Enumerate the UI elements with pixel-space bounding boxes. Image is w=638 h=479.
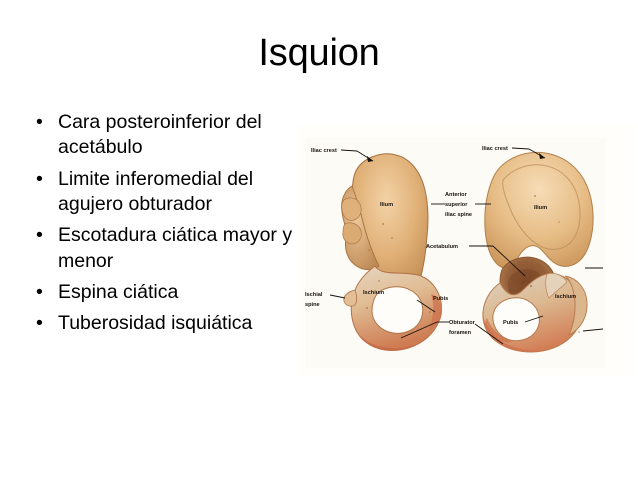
label-ischium-right: Ischium <box>555 294 576 300</box>
bone-speckle <box>382 223 384 225</box>
left-obturator-foramen <box>371 286 424 334</box>
left-auricular-surface <box>341 197 362 221</box>
label-iliac-crest-left: Iliac crest <box>311 148 337 154</box>
bone-speckle <box>366 307 368 309</box>
leader-acetabulum <box>492 245 526 277</box>
bone-speckle <box>534 195 536 197</box>
leader-pubis-right <box>524 315 544 323</box>
bone-speckle <box>572 321 574 323</box>
right-hip-bone <box>482 151 594 353</box>
label-asis-line2: superior <box>445 202 468 208</box>
bone-speckle <box>530 285 532 287</box>
right-ischial-tuberosity <box>564 275 588 336</box>
list-item-label: Cara posteroinferior del acetábulo <box>58 111 262 159</box>
left-iliac-tuberosity <box>342 222 362 245</box>
label-ilium-right: Ilium <box>534 205 547 211</box>
bullet-marker-icon: • <box>36 312 43 335</box>
right-inferior-ramus-rim <box>482 312 547 352</box>
list-item-label: Escotadura ciática mayor y menor <box>58 224 293 272</box>
leader-iliac-crest-right <box>511 147 530 150</box>
page-title: Isquion <box>258 32 380 74</box>
label-ischial-spine-line1: Ischial <box>305 292 323 298</box>
label-pubis-left: Pubis <box>433 296 448 302</box>
leader-pubis-left <box>416 299 436 313</box>
anatomy-illustration-svg: Iliac crest Iliac crest Ilium Ilium Ante… <box>297 126 637 376</box>
anatomy-labels: Iliac crest Iliac crest Ilium Ilium Ante… <box>305 146 576 336</box>
left-inferior-ramus-rim <box>355 328 428 351</box>
bone-speckle <box>558 221 560 223</box>
left-ischial-spine <box>343 289 358 307</box>
right-ilium-shape <box>484 151 594 269</box>
bone-speckle <box>429 311 431 313</box>
leader-right-edge-2 <box>582 328 604 332</box>
label-leader-lines <box>329 147 604 345</box>
arrowhead-iliac-crest-right <box>539 153 545 159</box>
label-ilium-left: Ilium <box>380 202 393 208</box>
bone-speckle <box>378 280 380 282</box>
list-item: • Escotadura ciática mayor y menor <box>28 223 318 274</box>
list-item: • Cara posteroinferior del acetábulo <box>28 110 318 161</box>
right-obturator-foramen <box>492 297 540 342</box>
leader-obturator-left <box>400 321 438 339</box>
arrowhead-iliac-crest-left <box>367 156 373 162</box>
label-acetabulum: Acetabulum <box>426 244 458 250</box>
bullet-list: • Cara posteroinferior del acetábulo • L… <box>28 110 318 343</box>
right-pubis-tint <box>485 318 513 343</box>
bullet-marker-icon: • <box>36 281 43 304</box>
bullet-marker-icon: • <box>36 111 43 133</box>
right-ischial-ramus-pale <box>545 273 568 299</box>
label-ischium-left: Ischium <box>363 290 384 296</box>
list-item-label: Espina ciática <box>58 281 179 304</box>
list-item: • Limite inferomedial del agujero obtura… <box>28 167 318 218</box>
label-iliac-crest-right: Iliac crest <box>482 146 508 152</box>
label-asis-line1: Anterior <box>445 192 468 198</box>
list-item: • Espina ciática <box>28 280 318 305</box>
right-iliac-fossa-line <box>502 164 581 250</box>
label-obturator-foramen-line1: Obturator <box>449 320 476 326</box>
list-item-label: Tuberosidad isquiática <box>58 312 253 335</box>
bone-speckle <box>391 237 393 239</box>
bone-speckle <box>568 337 570 339</box>
bone-speckle <box>522 281 524 283</box>
left-hip-bone <box>341 153 443 351</box>
list-item-label: Limite inferomedial del agujero obturado… <box>58 167 254 216</box>
leader-obturator-right <box>474 323 504 345</box>
list-item: • Tuberosidad isquiática <box>28 311 318 336</box>
bullet-marker-icon: • <box>36 224 43 247</box>
leader-ischial-spine <box>329 294 346 299</box>
label-asis-line3: iliac spine <box>445 212 472 218</box>
label-ischial-spine-line2: spine <box>305 302 320 308</box>
label-obturator-foramen-line2: foramen <box>449 330 472 336</box>
leader-iliac-crest-left <box>340 149 358 152</box>
bone-speckle <box>368 249 370 251</box>
bullet-marker-icon: • <box>36 167 43 190</box>
bone-speckle <box>578 331 580 333</box>
hip-bone-anatomy-image: Iliac crest Iliac crest Ilium Ilium Ante… <box>297 126 637 376</box>
label-pubis-right: Pubis <box>503 320 518 326</box>
